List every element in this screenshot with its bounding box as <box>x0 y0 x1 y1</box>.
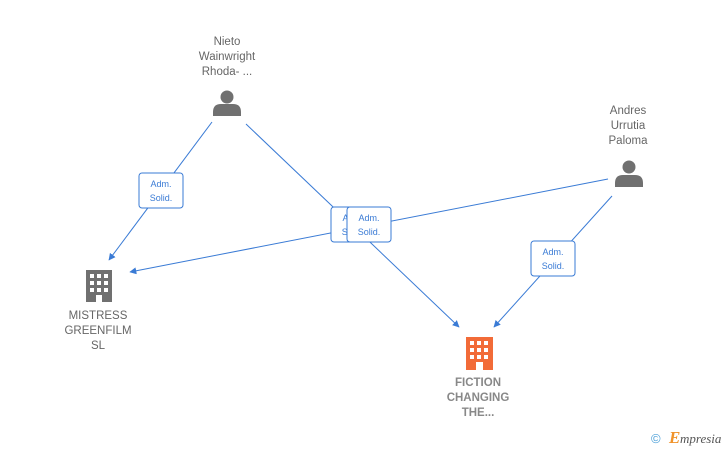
person-icon <box>615 160 643 187</box>
person-icon <box>213 90 241 116</box>
node-label-line: Nieto <box>214 36 241 48</box>
node-label-line: THE... <box>462 407 495 419</box>
copyright-symbol: © <box>651 431 661 446</box>
role-badge-line1: Adm. <box>150 179 171 189</box>
node-label-line: MISTRESS <box>69 310 128 322</box>
node-label-line: Paloma <box>609 135 649 147</box>
node-company-mistress[interactable]: MISTRESS GREENFILM SL <box>64 270 132 352</box>
brand-logo-text: mpresia <box>680 431 722 446</box>
node-person-nieto[interactable]: Nieto Wainwright Rhoda- ... <box>199 36 256 116</box>
building-icon <box>466 337 493 370</box>
node-label-line: CHANGING <box>447 392 510 404</box>
brand-logo-initial: E <box>668 428 680 447</box>
role-badge-line2: Solid. <box>358 227 381 237</box>
node-label-line: Rhoda- ... <box>202 66 253 78</box>
node-label-line: Andres <box>610 105 647 117</box>
node-label-line: Urrutia <box>611 120 646 132</box>
node-label-line: FICTION <box>455 377 501 389</box>
role-badge-line1: Adm. <box>542 247 563 257</box>
empresia-watermark: © E mpresia <box>651 428 722 447</box>
node-company-fiction[interactable]: FICTION CHANGING THE... <box>447 337 510 419</box>
role-badge[interactable]: Adm. Solid. <box>346 206 392 243</box>
role-badge[interactable]: Adm. Solid. <box>138 172 184 209</box>
node-label-line: SL <box>91 340 106 352</box>
role-badge-line1: Adm. <box>358 213 379 223</box>
role-badge-line2: Solid. <box>542 261 565 271</box>
building-icon <box>86 270 112 302</box>
role-badge-line2: Solid. <box>150 193 173 203</box>
role-badge[interactable]: Adm. Solid. <box>530 240 576 277</box>
node-label-line: Wainwright <box>199 51 256 63</box>
node-person-andres[interactable]: Andres Urrutia Paloma <box>609 105 649 187</box>
node-label-line: GREENFILM <box>64 325 131 337</box>
